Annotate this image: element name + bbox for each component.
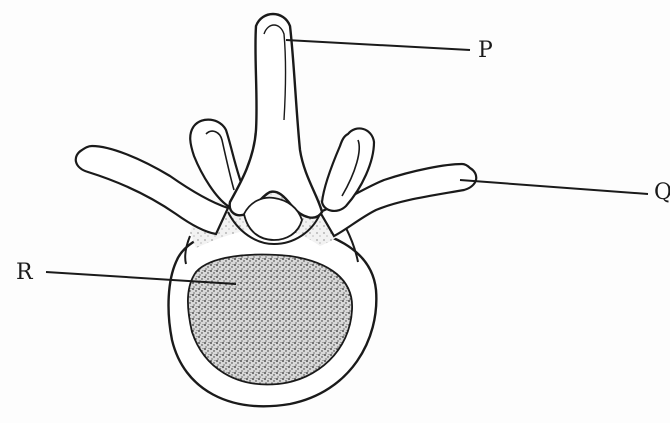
label-q: Q (654, 182, 670, 204)
label-p: P (478, 40, 493, 62)
leader-line-p (286, 40, 470, 50)
spinous-process (230, 14, 322, 218)
label-r: R (16, 262, 33, 284)
leader-line-q (460, 180, 648, 194)
